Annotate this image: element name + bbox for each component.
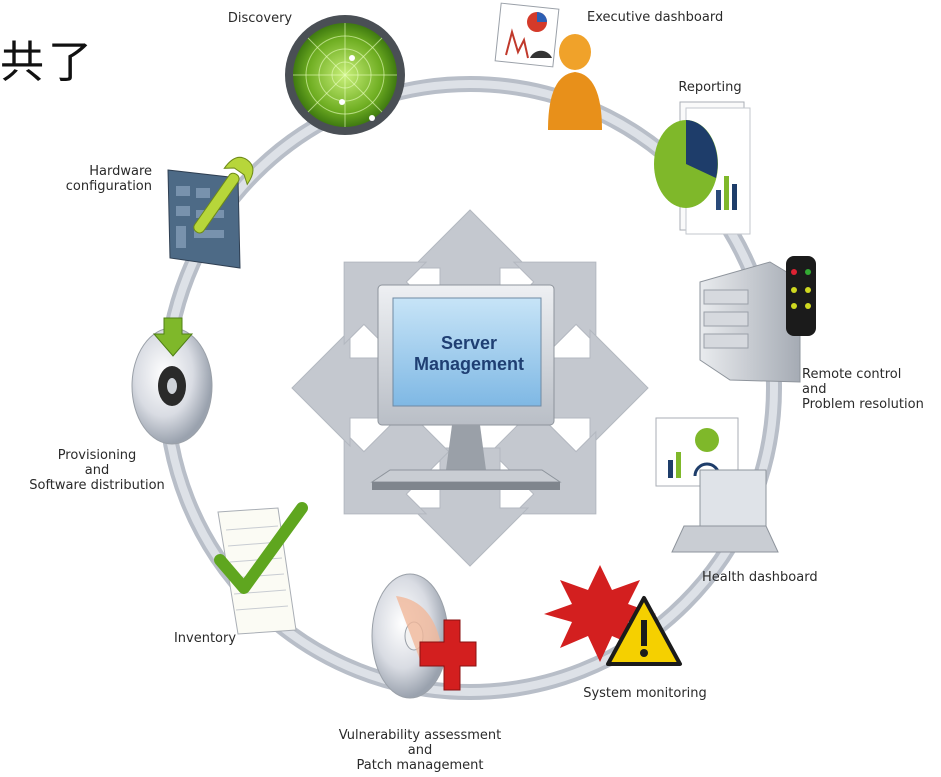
label-provisioning: Provisioning and Software distribution <box>29 448 165 493</box>
cd-download-icon <box>131 317 213 445</box>
label-remote-control: Remote control and Problem resolution <box>802 367 924 412</box>
monitor-icon <box>370 284 562 490</box>
radar-icon <box>285 15 405 135</box>
server-remote-icon <box>699 256 816 383</box>
alert-warning-icon <box>544 565 682 666</box>
center-title: Server Management <box>413 333 525 374</box>
label-executive-dashboard: Executive dashboard <box>587 10 724 25</box>
checked-document-icon <box>214 502 308 635</box>
label-reporting: Reporting <box>678 80 742 95</box>
label-vulnerability-assessment: Vulnerability assessment and Patch manag… <box>338 728 502 773</box>
circuit-wrench-icon <box>167 156 254 269</box>
pie-chart-report-icon <box>654 101 751 235</box>
label-hardware-configuration: Hardware configuration <box>65 164 152 194</box>
executive-person-chart-icon <box>494 2 602 130</box>
label-inventory: Inventory <box>173 631 237 646</box>
label-health-dashboard: Health dashboard <box>702 570 818 585</box>
laptop-dashboard-icon <box>655 417 779 553</box>
partial-heading-text: 共了 <box>0 37 96 88</box>
label-discovery: Discovery <box>227 11 293 26</box>
cd-patch-cross-icon <box>371 573 477 699</box>
label-system-monitoring: System monitoring <box>583 686 707 701</box>
